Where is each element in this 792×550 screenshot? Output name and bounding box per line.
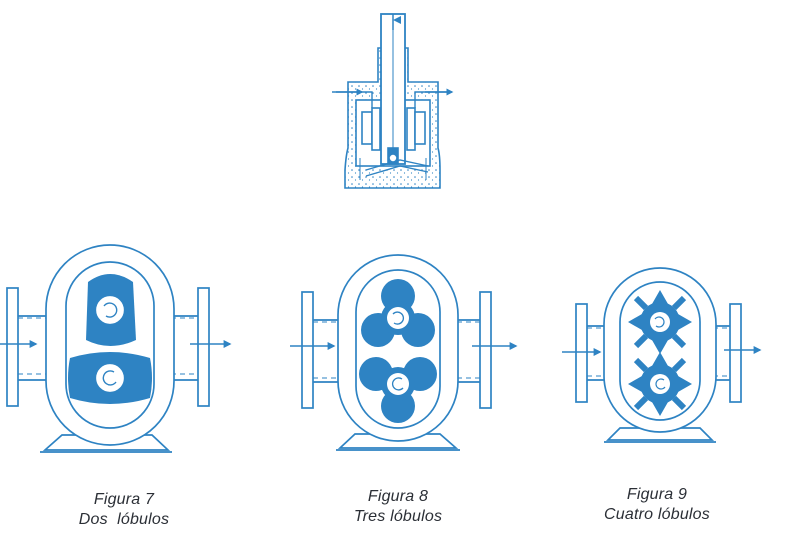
- shaft-seal-section: [332, 13, 454, 189]
- figure-7-name: Dos lóbulos: [78, 511, 170, 528]
- figure-7-caption: Figura 7 Dos lóbulos: [14, 490, 234, 530]
- figure-8-name: Tres lóbulos: [353, 508, 443, 525]
- figure-7-number: Figura 7: [93, 491, 155, 508]
- figure-9-name: Cuatro lóbulos: [604, 506, 710, 523]
- pump-two-lobes: [0, 244, 232, 453]
- pump-three-lobes: [290, 254, 518, 451]
- pump-four-lobes: [562, 267, 762, 443]
- figure-9-number: Figura 9: [626, 486, 688, 503]
- figure-9-caption: Figura 9 Cuatro lóbulos: [547, 485, 767, 525]
- figure-8-number: Figura 8: [367, 488, 429, 505]
- figure-8-caption: Figura 8 Tres lóbulos: [288, 487, 508, 527]
